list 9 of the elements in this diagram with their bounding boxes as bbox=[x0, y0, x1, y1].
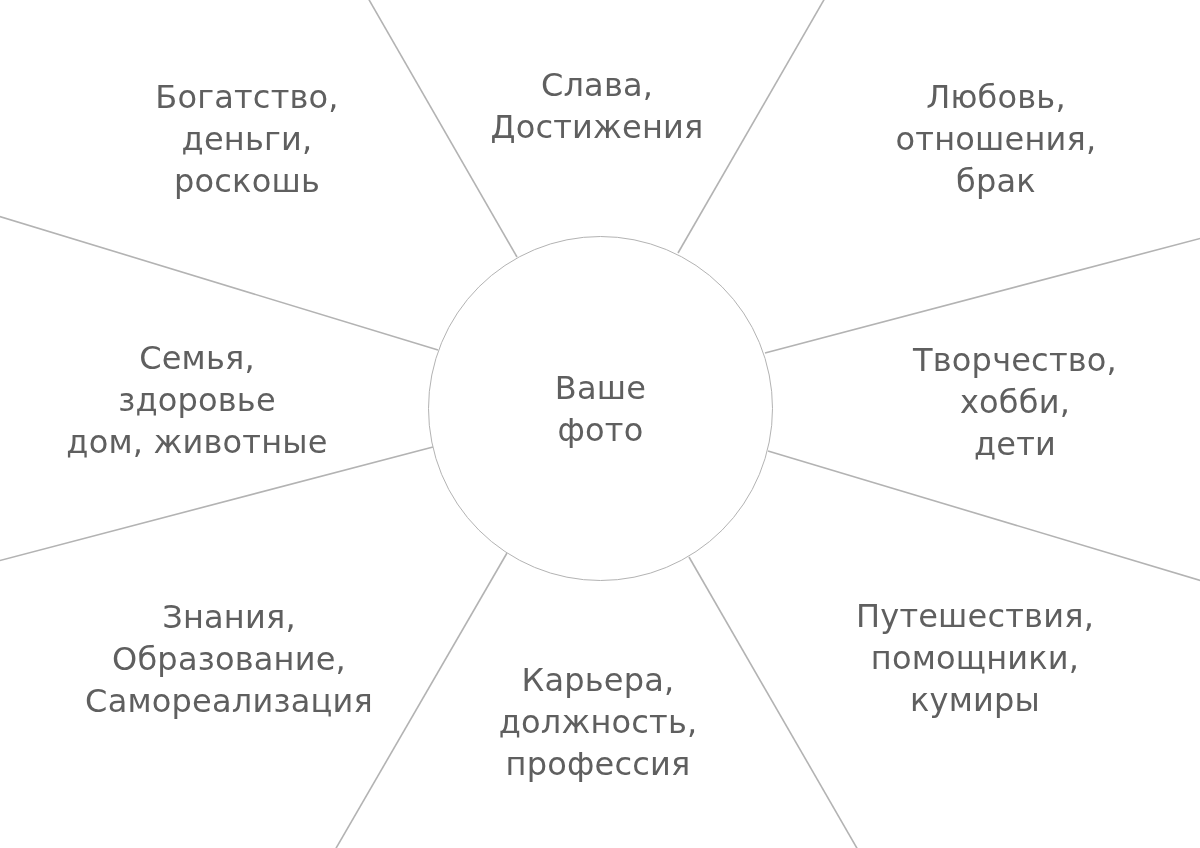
area-label: Творчество, хобби, дети bbox=[913, 339, 1117, 465]
area-label: Карьера, должность, профессия bbox=[498, 659, 698, 785]
photo-label: Ваше фото bbox=[554, 367, 647, 451]
area-label: Путешествия, помощники, кумиры bbox=[856, 595, 1094, 721]
area-label: Семья, здоровье дом, животные bbox=[66, 337, 328, 463]
area-label: Богатство, деньги, роскошь bbox=[155, 76, 339, 202]
area-label: Слава, Достижения bbox=[490, 64, 704, 148]
area-label: Знания, Образование, Самореализация bbox=[85, 596, 373, 722]
area-label: Любовь, отношения, брак bbox=[895, 76, 1097, 202]
